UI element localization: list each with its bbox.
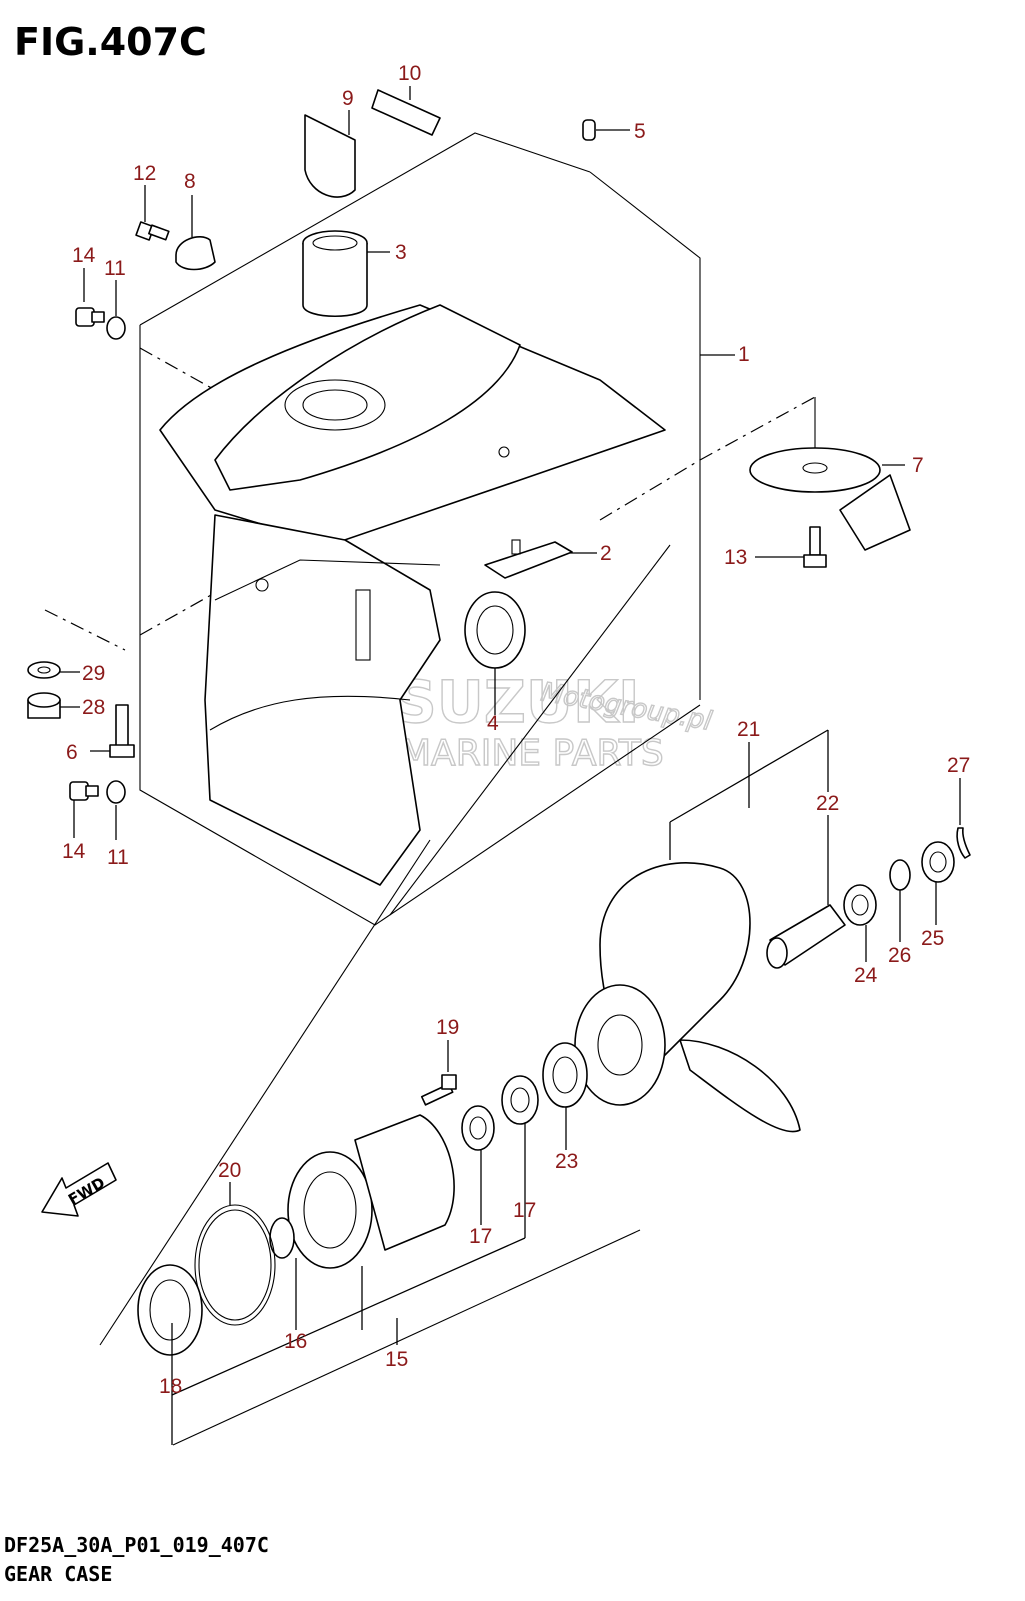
part-8-grommet <box>175 236 216 271</box>
part-25-nut <box>921 841 955 883</box>
callout-22: 22 <box>816 792 839 815</box>
callout-9: 9 <box>342 87 354 110</box>
callout-17-left: 17 <box>469 1225 492 1248</box>
callout-26: 26 <box>888 944 911 967</box>
callout-27: 27 <box>947 754 970 777</box>
part-7-plate <box>749 447 911 551</box>
part-28-nut <box>27 692 61 719</box>
part-19-bolt <box>420 1074 457 1106</box>
callout-15: 15 <box>385 1348 408 1371</box>
callouts: 1 2 3 4 5 6 7 8 9 10 11 11 12 13 14 14 1… <box>62 62 970 1398</box>
callout-20: 20 <box>218 1159 241 1182</box>
callout-11-lower: 11 <box>107 846 129 869</box>
gear-case <box>159 304 666 886</box>
callout-10: 10 <box>398 62 421 85</box>
leader-lines <box>60 86 961 1445</box>
callout-19: 19 <box>436 1016 459 1039</box>
part-11-washer-lower <box>106 780 126 804</box>
callout-17-right: 17 <box>513 1199 536 1222</box>
callout-28: 28 <box>82 696 105 719</box>
callout-11-upper: 11 <box>104 257 126 280</box>
callout-2: 2 <box>600 542 612 565</box>
part-16-bearing <box>269 1217 295 1259</box>
gear-case-frame-lines <box>44 132 816 926</box>
part-6-bolt <box>109 704 135 758</box>
watermark-line2: MARINE PARTS <box>400 733 664 774</box>
callout-3: 3 <box>395 241 407 264</box>
part-4-bearing <box>464 591 526 669</box>
callout-24: 24 <box>854 964 878 987</box>
part-2-anode <box>484 539 573 579</box>
callout-14-lower: 14 <box>62 840 86 863</box>
watermark: SUZUKI MARINE PARTS Motogroup.pl <box>394 667 715 774</box>
callout-14-upper: 14 <box>72 244 96 267</box>
callout-8: 8 <box>184 170 196 193</box>
part-5-pin <box>582 119 596 141</box>
callout-23: 23 <box>555 1150 578 1173</box>
part-14-plug-upper <box>75 307 105 327</box>
part-22-spacer <box>766 904 846 969</box>
part-15-housing <box>287 1114 455 1269</box>
part-17-bearing-right <box>501 1075 539 1125</box>
propeller <box>574 862 801 1133</box>
part-9-plate <box>304 114 356 198</box>
callout-25: 25 <box>921 927 944 950</box>
callout-1: 1 <box>738 343 750 366</box>
part-17-bearing-left <box>461 1105 495 1151</box>
callout-12: 12 <box>133 162 156 185</box>
figure-name: GEAR CASE <box>4 1562 113 1586</box>
part-20-o-ring <box>194 1204 276 1326</box>
part-11-washer-upper <box>106 316 126 340</box>
callout-4: 4 <box>487 712 499 735</box>
fwd-arrow: FWD <box>41 1162 117 1217</box>
part-3-sleeve <box>302 230 368 318</box>
part-23-washer <box>542 1042 588 1108</box>
callout-13: 13 <box>724 546 747 569</box>
callout-16: 16 <box>284 1330 307 1353</box>
callout-21: 21 <box>737 718 760 741</box>
figure-title: FIG.407C <box>14 20 207 64</box>
part-26-washer <box>889 859 911 891</box>
part-24-washer <box>843 884 877 926</box>
watermark-brand: SUZUKI <box>395 668 640 736</box>
part-13-bolt <box>803 526 827 568</box>
part-27-cotter-pin <box>956 827 971 859</box>
part-29-washer <box>27 661 61 679</box>
part-14-plug-lower <box>69 781 99 801</box>
part-12-bolt <box>135 221 170 241</box>
part-10-pad <box>371 89 441 136</box>
part-18-bearing <box>137 1264 203 1356</box>
figure-code: DF25A_30A_P01_019_407C <box>4 1533 269 1557</box>
callout-18: 18 <box>159 1375 182 1398</box>
callout-7: 7 <box>912 454 924 477</box>
callout-6: 6 <box>66 741 78 764</box>
callout-29: 29 <box>82 662 105 685</box>
callout-5: 5 <box>634 120 646 143</box>
